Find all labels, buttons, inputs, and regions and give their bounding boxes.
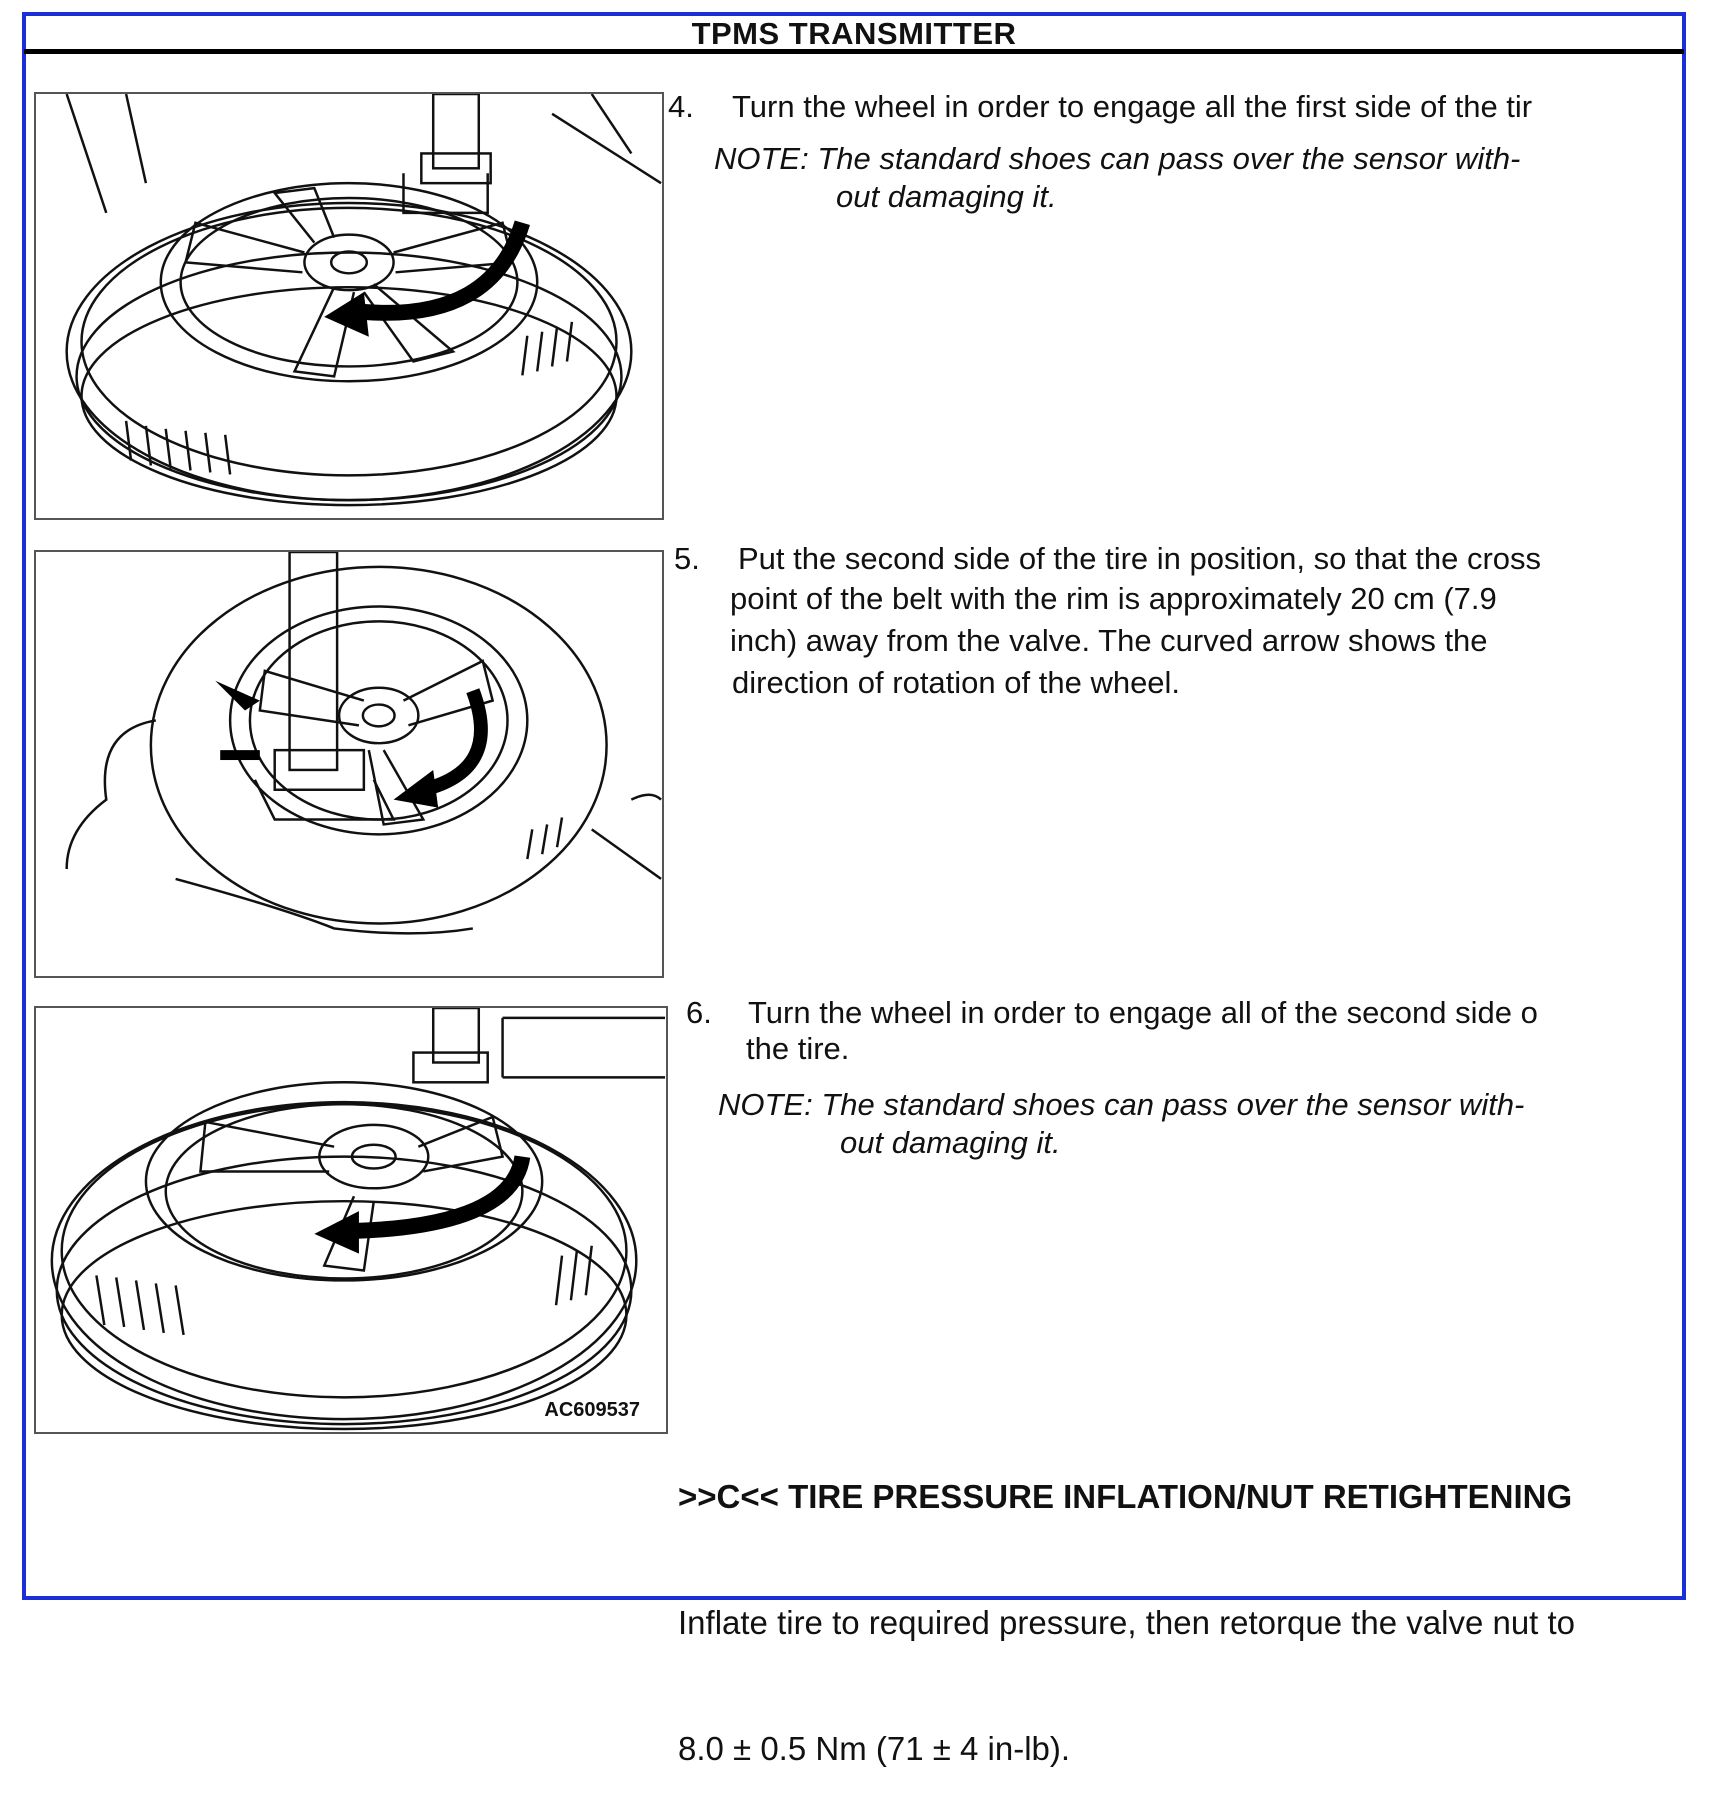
section-body-line-2: 8.0 ± 0.5 Nm (71 ± 4 in-lb). — [678, 1730, 1071, 1767]
section-body-line-1: Inflate tire to required pressure, then … — [678, 1604, 1576, 1641]
step-5-line-3: inch) away from the valve. The curved ar… — [730, 623, 1488, 658]
step-4-text: Turn the wheel in order to engage all th… — [732, 89, 1533, 124]
step-5-line-1: Put the second side of the tire in posit… — [738, 541, 1542, 576]
figure-id: AC609537 — [544, 1399, 640, 1421]
step-4-note: NOTE: The standard shoes can pass over t… — [714, 140, 1680, 224]
page-title: TPMS TRANSMITTER — [691, 16, 1017, 51]
tire-wheel-illustration-1 — [65, 94, 662, 507]
figure-step-6: AC609537 — [34, 1006, 668, 1434]
step-4: 4. Turn the wheel in order to engage all… — [668, 86, 1678, 136]
step-6-line-2: the tire. — [746, 1031, 850, 1066]
step-5-line-4: direction of rotation of the wheel. — [732, 665, 1181, 700]
step-6-line-1: Turn the wheel in order to engage all of… — [748, 995, 1538, 1030]
step-6: 6. Turn the wheel in order to engage all… — [686, 992, 1680, 1082]
step-6-number: 6. — [686, 995, 712, 1030]
step-4-note-line-2: out damaging it. — [836, 179, 1057, 214]
step-6-note: NOTE: The standard shoes can pass over t… — [718, 1086, 1680, 1170]
tire-wheel-illustration-2 — [65, 552, 662, 935]
section-body: Inflate tire to required pressure, then … — [678, 1518, 1575, 1812]
page-header: TPMS TRANSMITTER — [24, 14, 1684, 54]
step-4-note-line-1: NOTE: The standard shoes can pass over t… — [714, 141, 1521, 176]
section-heading: >>C<< TIRE PRESSURE INFLATION/NUT RETIGH… — [678, 1478, 1573, 1515]
page-frame — [22, 12, 1686, 1600]
step-5: 5. Put the second side of the tire in po… — [674, 538, 1680, 714]
figure-step-5 — [34, 550, 664, 978]
step-4-number: 4. — [668, 89, 694, 124]
step-6-note-line-1: NOTE: The standard shoes can pass over t… — [718, 1087, 1525, 1122]
tire-wheel-illustration-3 — [50, 1008, 666, 1431]
step-6-note-line-2: out damaging it. — [840, 1125, 1061, 1160]
figure-step-4 — [34, 92, 664, 520]
step-5-number: 5. — [674, 541, 700, 576]
step-5-line-2: point of the belt with the rim is approx… — [730, 581, 1497, 616]
